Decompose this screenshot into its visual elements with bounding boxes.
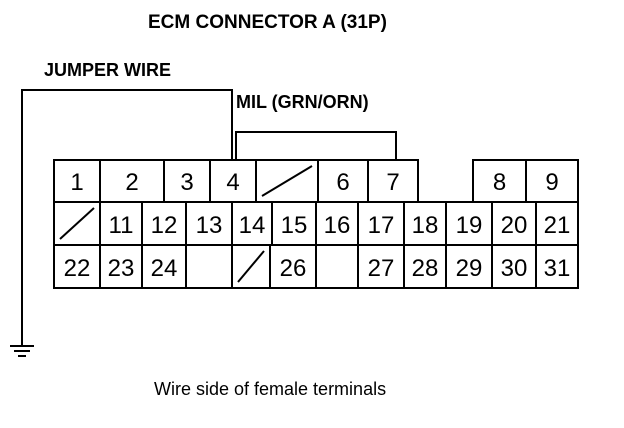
- mil-wire-label: MIL (GRN/ORN): [236, 92, 369, 112]
- terminal-cavity: [141, 244, 187, 289]
- terminal-number-9: 9: [545, 169, 558, 196]
- terminal-number-4: 4: [226, 169, 239, 196]
- terminal-number-3: 3: [180, 169, 193, 196]
- terminal-number-20: 20: [501, 212, 528, 239]
- jumper-wire-label: JUMPER WIRE: [44, 60, 172, 80]
- terminal-number-31: 31: [544, 255, 571, 282]
- terminal-number-29: 29: [456, 255, 483, 282]
- terminal-number-1: 1: [70, 169, 83, 196]
- terminal-number-22: 22: [64, 255, 91, 282]
- terminal-number-18: 18: [412, 212, 439, 239]
- terminal-cavity: [269, 244, 317, 289]
- terminal-number-8: 8: [493, 169, 506, 196]
- connector-title: ECM CONNECTOR A (31P): [148, 12, 387, 33]
- terminal-number-27: 27: [368, 255, 395, 282]
- terminal-number-26: 26: [280, 255, 307, 282]
- terminal-number-12: 12: [151, 212, 178, 239]
- terminal-number-7: 7: [386, 169, 399, 196]
- mil-wire-hump: [235, 131, 397, 160]
- blank-terminal-slash: [59, 207, 95, 240]
- terminal-number-16: 16: [324, 212, 351, 239]
- terminal-number-21: 21: [544, 212, 571, 239]
- blank-terminal-slash: [237, 250, 265, 283]
- terminal-number-19: 19: [456, 212, 483, 239]
- blank-terminal-slash: [261, 165, 313, 197]
- terminal-number-24: 24: [151, 255, 178, 282]
- terminal-number-6: 6: [336, 169, 349, 196]
- terminal-number-28: 28: [412, 255, 439, 282]
- terminal-number-30: 30: [501, 255, 528, 282]
- terminal-number-13: 13: [196, 212, 223, 239]
- jumper-wire: [21, 89, 233, 346]
- terminal-cavity: [535, 244, 579, 289]
- caption: Wire side of female terminals: [154, 379, 387, 399]
- terminal-number-14: 14: [239, 212, 266, 239]
- terminal-number-11: 11: [109, 212, 134, 239]
- ground-icon: [10, 345, 34, 357]
- terminal-number-23: 23: [108, 255, 135, 282]
- terminal-number-15: 15: [281, 212, 308, 239]
- terminal-number-2: 2: [125, 169, 138, 196]
- terminal-number-17: 17: [368, 212, 395, 239]
